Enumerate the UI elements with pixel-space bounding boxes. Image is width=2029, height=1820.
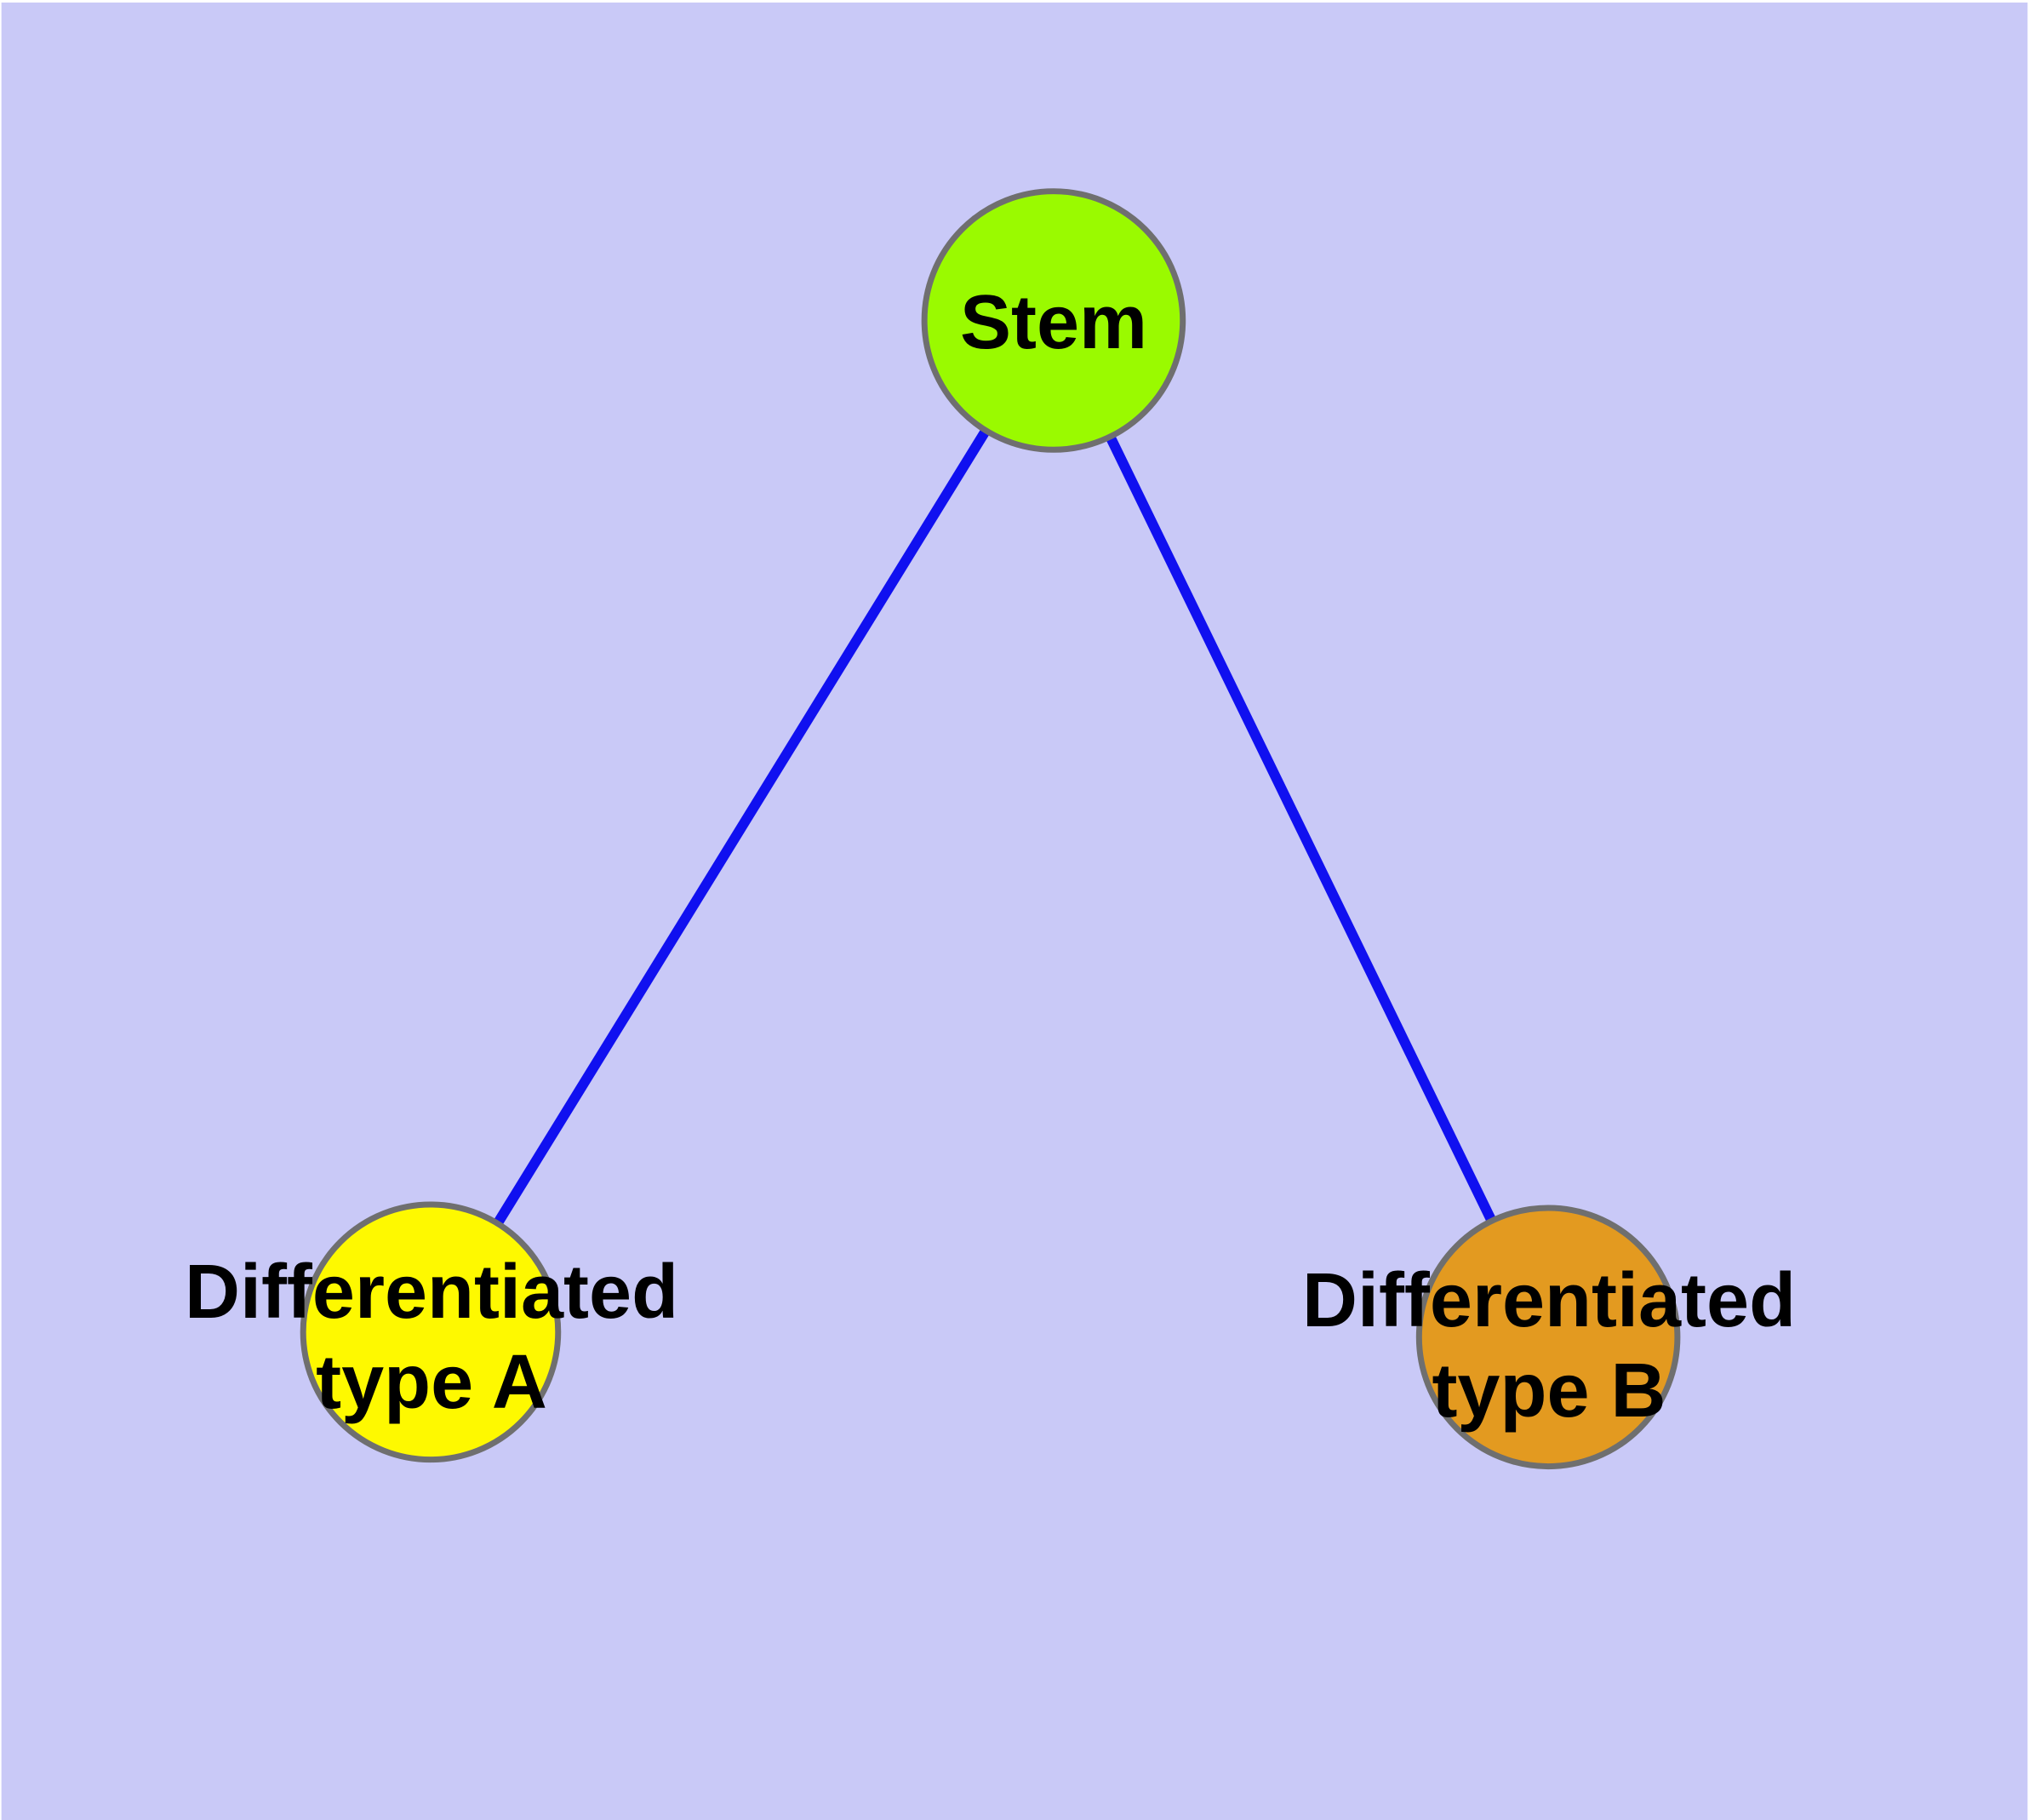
edge-stem-to-type-a [426, 318, 1059, 1335]
diagram-svg [1, 3, 2028, 1820]
edge-stem-to-type-b [1049, 318, 1553, 1340]
node-stem[interactable] [921, 188, 1186, 453]
node-differentiated-type-a[interactable] [300, 1201, 562, 1463]
node-differentiated-type-b[interactable] [1415, 1205, 1681, 1470]
